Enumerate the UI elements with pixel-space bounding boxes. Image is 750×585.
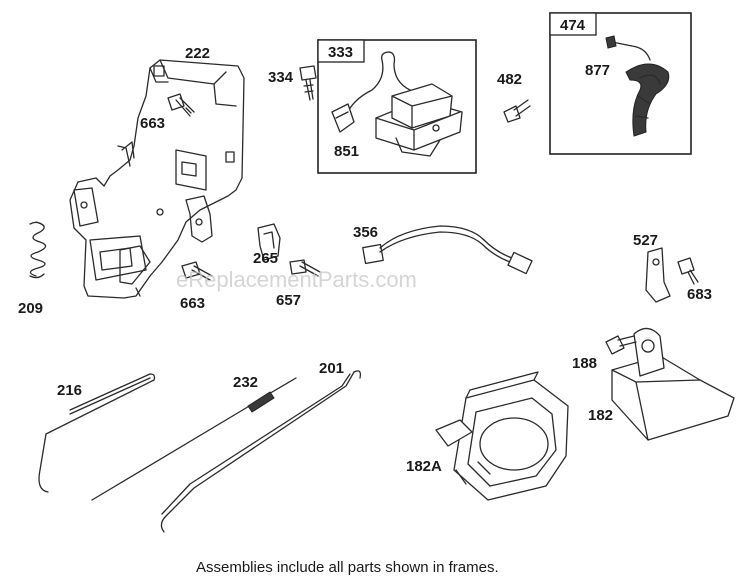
bracket-527 [645, 247, 671, 303]
label-222: 222 [185, 45, 210, 62]
label-877: 877 [585, 62, 610, 79]
ignition-armature-851 [331, 51, 463, 157]
label-356: 356 [353, 224, 378, 241]
rod-201 [160, 370, 362, 533]
wire-harness-877 [605, 35, 670, 137]
plate-182A [435, 371, 569, 501]
control-bracket-part [69, 59, 245, 299]
frame-474 [549, 12, 692, 155]
screw-482 [503, 99, 531, 123]
label-333: 333 [328, 44, 353, 61]
label-265: 265 [253, 250, 278, 267]
label-232: 232 [233, 374, 258, 391]
wire-356 [362, 225, 533, 275]
label-209: 209 [18, 300, 43, 317]
label-216: 216 [57, 382, 82, 399]
label-334: 334 [268, 69, 294, 86]
label-188: 188 [572, 355, 597, 372]
spring-209 [29, 221, 47, 279]
screw-188 [605, 335, 637, 355]
label-182: 182 [588, 407, 613, 424]
label-851: 851 [334, 143, 359, 160]
label-182A: 182A [406, 458, 442, 475]
label-683: 683 [687, 286, 712, 303]
plate-182 [611, 327, 735, 441]
cable-232 [91, 377, 297, 501]
watermark-logo: eReplacementParts.com [176, 267, 417, 292]
screw-334 [299, 65, 317, 101]
clip-265 [257, 223, 281, 261]
rod-216 [38, 373, 156, 493]
assemblies-caption: Assemblies include all parts shown in fr… [196, 559, 499, 576]
label-657: 657 [276, 292, 301, 309]
screw-683 [677, 257, 699, 285]
label-482: 482 [497, 71, 522, 88]
label-474: 474 [560, 17, 586, 34]
screw-663-upper [167, 93, 195, 117]
screw-663-lower [181, 261, 213, 281]
label-663-lower: 663 [180, 295, 205, 312]
frame-333 [317, 39, 477, 174]
screw-657 [289, 259, 321, 277]
label-663-upper: 663 [140, 115, 165, 132]
label-201: 201 [319, 360, 344, 377]
label-527: 527 [633, 232, 658, 249]
